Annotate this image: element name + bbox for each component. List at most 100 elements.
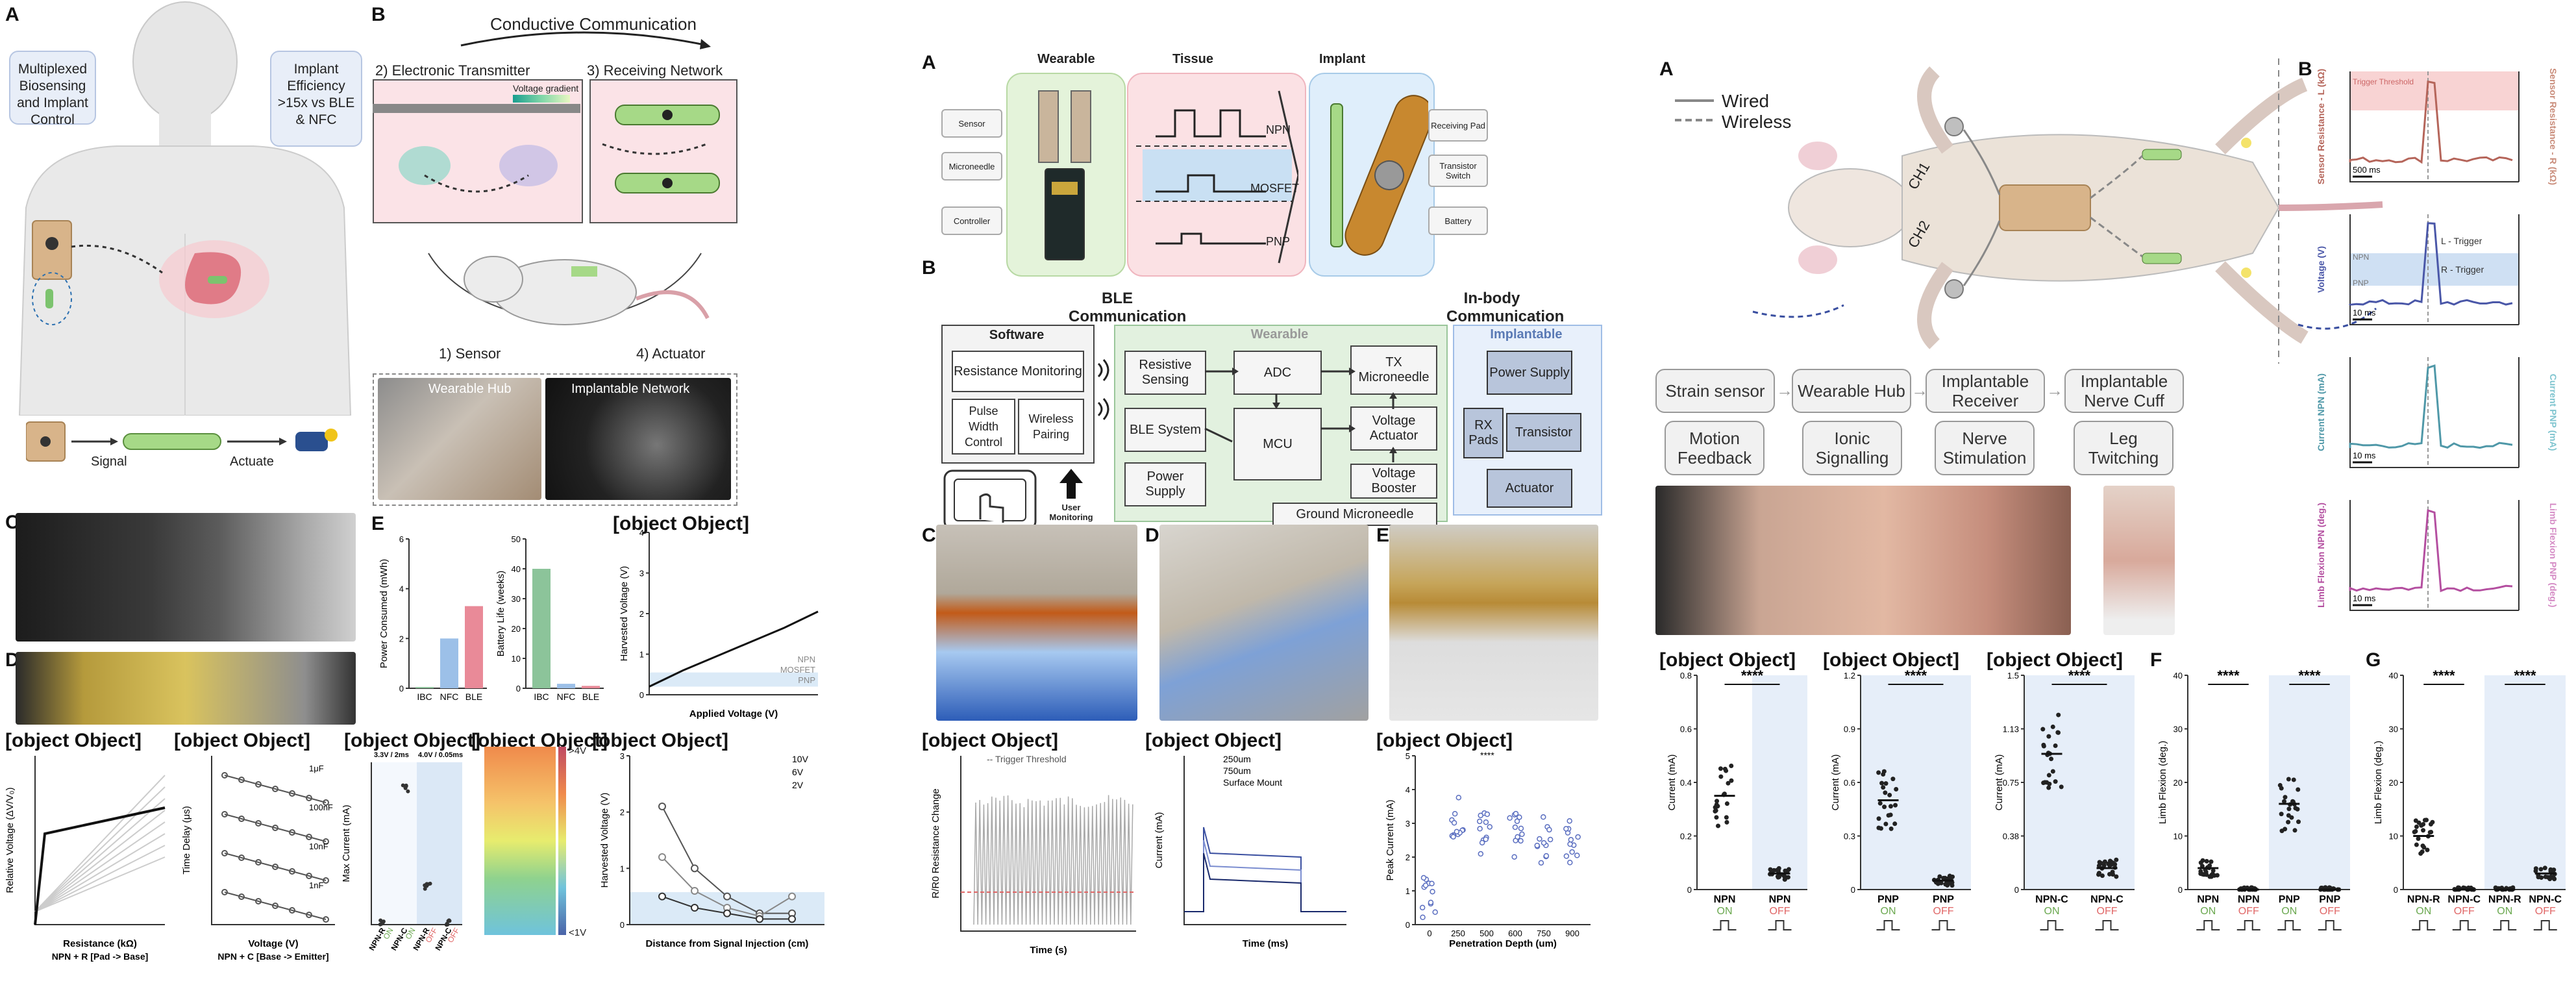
significance-label: **** [1741,667,1764,684]
legend-label: 10nF [309,842,328,851]
data-point [2096,871,2101,876]
panel-label-D: D [1145,525,1159,546]
data-point [1517,814,1522,820]
ble-system-box: BLE System [1124,408,1206,452]
wearable-hub-caption: Wearable Hub [428,382,512,396]
series-line [973,795,1133,925]
data-point [2293,806,2298,811]
series-line [224,814,327,842]
r-trigger-label: R - Trigger [2441,264,2484,275]
y-tick-label: 40 [512,564,521,574]
software-header: Software [989,328,1045,342]
panel-label-B: B [2298,58,2312,80]
data-point [1429,880,1435,886]
x-axis-label: Resistance (kΩ) [63,938,137,949]
sig-label-mosfet: MOSFET [1250,182,1299,195]
data-point [1420,875,1427,881]
y-tick-label: 0 [2014,885,2019,895]
legend-label: 10V [792,754,809,764]
y-axis-label: R/R0 Resistance Change [930,788,941,898]
data-point [1534,842,1541,849]
legend-wired-wireless [1675,99,1714,121]
trace [34,798,166,912]
y-tick-label: 0.75 [2003,778,2019,788]
data-point [1519,831,1525,838]
data-point [1563,826,1569,832]
threshold-band [649,672,818,687]
region-bg [1861,675,1971,890]
data-point [2053,743,2058,748]
data-point [1715,799,1720,804]
sub-label: NPN + C [Base -> Emitter] [217,951,328,962]
label-microneedle: Microneedle [941,152,1002,181]
x-tick-label: PNP [1933,894,1954,905]
actuate-label: Actuate [230,455,274,469]
data-point [1718,774,1724,779]
data-point [2212,873,2217,878]
y-axis-label: Peak Current (mA) [1385,799,1396,880]
data-point [1567,841,1573,847]
x-axis-label: Time (ms) [1243,938,1289,949]
data-point [1420,914,1426,921]
data-point [1541,840,1547,846]
trigger-band [2350,253,2519,286]
data-point [756,915,763,923]
y-axis-label: Battery Life (weeks) [495,571,506,657]
wearable-header: Wearable [1037,52,1095,66]
x-tick-label: 750 [1537,929,1551,938]
implant-network-photo [545,378,731,500]
transmitter-title: 2) Electronic Transmitter [375,62,530,79]
y-tick-label: 0 [2394,885,2398,895]
data-point [2200,871,2205,877]
x-tick-label: BLE [465,692,482,702]
callout-biosensing: Multiplexed Biosensing and Implant Contr… [9,51,96,127]
power-supply-box: Power Supply [1124,462,1206,506]
receiving-illustration [602,105,720,193]
l-trigger-label: L - Trigger [2441,236,2483,246]
data-point [2059,784,2064,790]
implant-device-illustration [1330,95,1428,256]
panel-label-E: [object Object] [1987,649,2124,671]
significance-label: **** [1905,667,1927,684]
data-point [1729,778,1734,783]
x-tick-label: BLE [582,692,599,702]
trace-line [2349,222,2513,306]
y-tick-label: 0.9 [1844,725,1855,734]
state-label: ON [2497,906,2512,917]
legend-label: 6V [792,767,804,777]
top-label: 4.0V / 0.05ms [418,751,463,759]
data-point [2290,799,2296,804]
data-point [1567,818,1572,824]
pulse-icon [2196,920,2220,930]
chart-relative-voltage: Relative Voltage (ΔV/V₀)Resistance (kΩ)N… [5,756,166,962]
data-point [1451,819,1457,826]
data-point [1543,853,1550,859]
data-point [691,904,699,912]
callout-efficiency: Implant Efficiency >15x vs BLE & NFC [270,51,362,147]
y-axis-label-right: Current PNP (mA) [2548,374,2558,451]
data-point [2281,799,2286,804]
data-point [691,887,699,895]
x-tick-label: PNP [1877,894,1899,905]
tissue-band-mid [1143,149,1292,201]
arrow-3: → [2046,380,2063,400]
data-point [1713,808,1718,813]
data-point [1479,840,1485,846]
y-axis-label: Harvested Voltage (V) [599,793,610,888]
y-tick-label: 0.8 [1680,671,1692,680]
data-point [2041,780,2046,786]
arrow-1: → [1776,380,1793,400]
significance-label: **** [2068,667,2091,684]
data-point [2204,858,2209,864]
data-point [2542,866,2547,871]
rx-pads-box: RX Pads [1463,408,1504,458]
band-label: NPN [798,655,815,664]
y-tick-label: 0 [2178,885,2183,895]
label-transistor-switch: Transistor Switch [1428,155,1488,187]
data-point [423,886,427,891]
pulse-icon [1768,920,1792,930]
wearable-device-illustration [1038,90,1091,260]
data-point [1430,888,1435,895]
y-tick-label: 2 [1406,853,1410,862]
